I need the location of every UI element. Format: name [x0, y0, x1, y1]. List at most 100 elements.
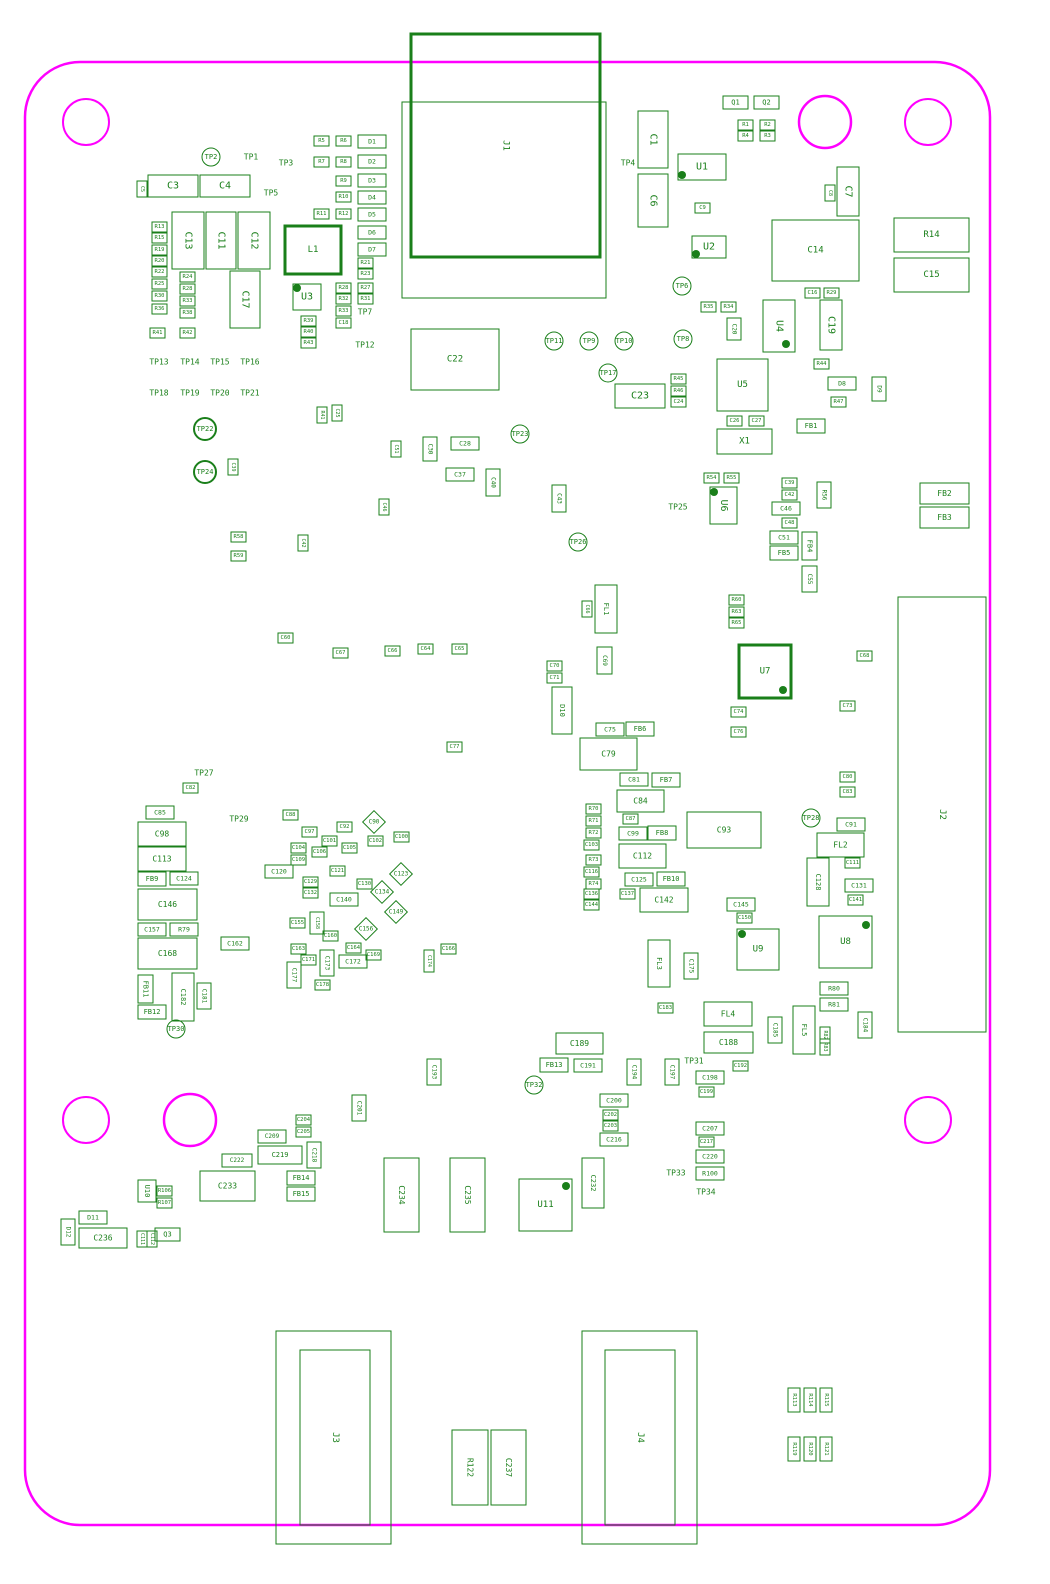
c144-label: C144 [585, 902, 599, 908]
tp10-test-pad [614, 331, 634, 351]
tp7-label: TP7 [358, 308, 373, 317]
u2-pin1-marker [692, 250, 700, 258]
c80-label: C80 [843, 774, 853, 780]
r4-footprint [737, 130, 754, 142]
r13-label: R13 [155, 224, 165, 230]
j1-body [401, 101, 607, 299]
c157-footprint [137, 922, 167, 937]
c105-label: C105 [343, 845, 356, 851]
c177-label: C177 [291, 968, 298, 983]
r119-label: R119 [791, 1442, 797, 1455]
fb2-footprint [919, 482, 970, 505]
r23-label: R23 [361, 271, 371, 277]
c145-footprint [726, 897, 756, 912]
tp10-label: TP10 [616, 337, 633, 345]
c198-label: C198 [702, 1074, 718, 1082]
fl1-footprint [594, 584, 618, 634]
c216-footprint [599, 1132, 629, 1147]
c60-footprint [277, 632, 294, 644]
r59-footprint [230, 550, 247, 562]
c116-footprint [583, 866, 600, 878]
c192-label: C192 [734, 1063, 747, 1069]
tp23-label: TP23 [512, 430, 529, 438]
r30-footprint [151, 290, 168, 302]
fb13-footprint [539, 1057, 569, 1073]
r33-label: R33 [183, 298, 193, 304]
c125-footprint [624, 872, 654, 887]
tp27-label: TP27 [194, 769, 213, 778]
c193-footprint [426, 1058, 442, 1086]
c140-label: C140 [336, 896, 352, 904]
r47-footprint [830, 396, 847, 408]
c48-label: C48 [785, 520, 795, 526]
c8-footprint [824, 184, 836, 202]
c71-label: C71 [550, 675, 560, 681]
c131-footprint [844, 878, 874, 893]
c11-footprint [205, 211, 237, 270]
tp26-label: TP26 [570, 538, 587, 546]
q1-label: Q1 [731, 99, 739, 107]
c163-label: C163 [292, 946, 305, 952]
r19-footprint [151, 244, 168, 256]
fl3-label: FL3 [655, 957, 663, 970]
r12-label: R12 [339, 211, 349, 217]
u11-pin1-marker [562, 1182, 570, 1190]
tp6-test-pad [672, 276, 692, 296]
r40-label: R40 [304, 329, 314, 335]
c202-label: C202 [604, 1112, 617, 1118]
c16-label: C16 [808, 290, 818, 296]
c113-footprint [137, 846, 187, 872]
tp13-label: TP13 [149, 358, 168, 367]
tp15-label: TP15 [210, 358, 229, 367]
c157-label: C157 [144, 926, 160, 934]
fb10-footprint [656, 871, 686, 887]
c48-footprint [781, 517, 798, 529]
c73-label: C73 [843, 703, 853, 709]
c123-footprint [388, 861, 414, 887]
fb10-label: FB10 [663, 875, 680, 883]
r41-label: R41 [153, 330, 163, 336]
c15-label: C15 [923, 270, 939, 280]
r114-footprint [803, 1387, 817, 1413]
c181-footprint [196, 982, 212, 1010]
r70-footprint [585, 803, 602, 815]
c136-label: C136 [585, 891, 598, 897]
fl4-label: FL4 [721, 1010, 736, 1019]
u6-label: U6 [718, 499, 729, 511]
c106-label: C106 [313, 849, 326, 855]
r27-label: R27 [361, 285, 371, 291]
c64-footprint [417, 643, 434, 655]
q3-footprint [154, 1227, 181, 1242]
c112-footprint [146, 1230, 158, 1248]
c60-label: C60 [281, 635, 291, 641]
c11-label: C11 [216, 231, 227, 249]
c26-label: C26 [730, 418, 740, 424]
c120-label: C120 [271, 868, 287, 876]
tp29-label: TP29 [229, 815, 248, 824]
c158-label: C158 [314, 917, 320, 929]
d8-footprint [827, 376, 857, 391]
r8-footprint [335, 156, 352, 168]
c205-label: C205 [297, 1129, 310, 1135]
c5-footprint [136, 180, 148, 198]
c55-footprint [801, 565, 818, 593]
c27-label: C27 [752, 418, 762, 424]
c204-label: C204 [297, 1117, 311, 1123]
c69-footprint [596, 646, 613, 675]
r43-label: R43 [304, 340, 314, 346]
tp24-test-pad [193, 460, 217, 484]
c17-footprint [229, 270, 261, 329]
r24-footprint [179, 271, 196, 283]
r29-label: R29 [827, 290, 837, 296]
tp30-label: TP30 [168, 1025, 185, 1033]
c219-footprint [257, 1145, 303, 1165]
fb14-label: FB14 [293, 1174, 310, 1182]
fb5-label: FB5 [778, 549, 791, 557]
d7-footprint [357, 242, 387, 257]
c137-footprint [619, 888, 636, 900]
r79-footprint [169, 922, 199, 937]
c19-footprint [819, 299, 843, 351]
c12-label: C12 [249, 231, 260, 249]
d1-footprint [357, 134, 387, 149]
c100-footprint [393, 831, 410, 843]
